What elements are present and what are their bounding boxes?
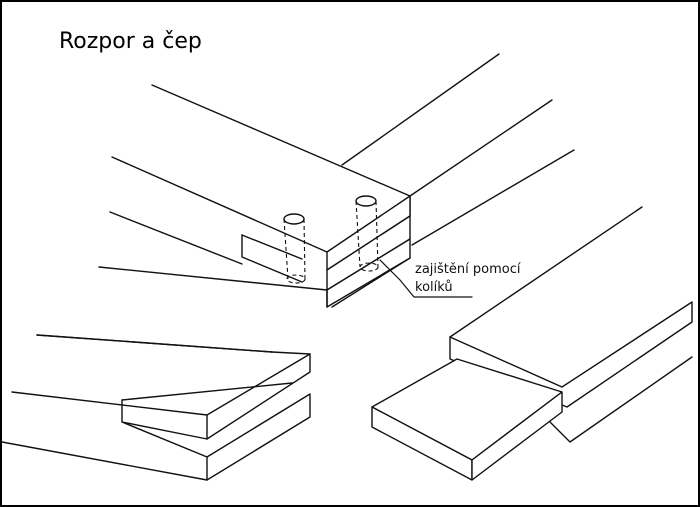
- peg-right: [355, 195, 379, 272]
- annotation-line-1: zajištění pomocí: [415, 262, 521, 277]
- peg-left: [283, 213, 306, 284]
- tenon-piece: [371, 206, 693, 481]
- assembled-fork-board: [98, 84, 411, 308]
- peg-annotation: zajištění pomocí kolíků: [415, 261, 520, 297]
- diagram-title: Rozpor a čep: [59, 29, 202, 54]
- annotation-line-2: kolíků: [415, 280, 453, 295]
- fork-piece: [2, 334, 311, 481]
- annotation-leader: [379, 259, 473, 298]
